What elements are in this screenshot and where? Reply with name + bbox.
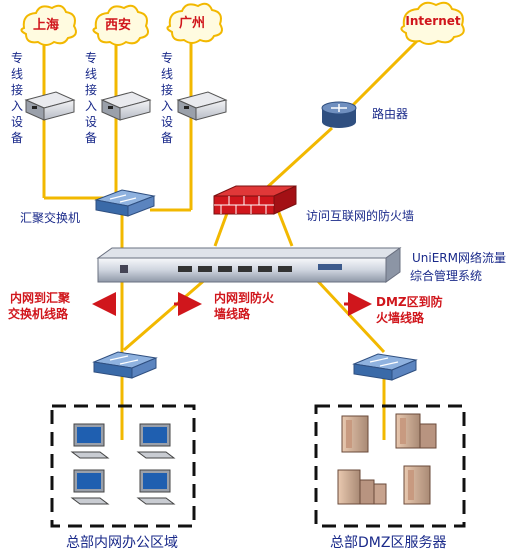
server-icon [341,415,369,453]
office-area-box [50,404,196,528]
access-device-label-3: 专线接入设备 [160,51,173,145]
pc-icon [136,469,176,505]
cloud-internet [400,1,465,45]
dmz-area-box [314,404,466,528]
pc-icon [70,469,110,505]
inner-switch-icon [92,351,158,379]
cloud-shanghai [20,4,77,46]
cloud-label-shanghai: 上海 [32,18,59,33]
firewall-icon [213,185,297,215]
unierm-appliance [96,247,402,283]
link-label-inner-fw-line2: 墙线路 [214,307,251,321]
link-router-fw [260,126,334,194]
router-label: 路由器 [372,107,409,121]
link-label-inner-agg-line2: 交换机线路 [8,307,69,321]
link-label-dmz-fw-line1: DMZ区到防 [376,295,443,309]
router-icon [321,101,357,128]
server-icon [403,465,431,505]
cloud-xian [92,4,149,46]
cloud-label-internet: Internet [405,14,461,28]
link-lines [42,36,422,440]
server-icon [337,469,387,505]
access-device-2 [100,91,152,121]
dmz-servers-label: 总部DMZ区服务器 [330,535,447,551]
link-label-inner-fw-line1: 内网到防火 [214,291,275,305]
firewall-label: 访问互联网的防火墙 [306,209,415,223]
unierm-label-line1: UniERM网络流量 [412,251,506,265]
access-device-3 [176,91,228,121]
link-label-dmz-fw-line2: 火墙线路 [376,311,425,325]
server-icons [337,413,437,505]
pc-icon [136,423,176,459]
pc-icons [70,423,176,505]
access-device-label-1: 专线接入设备 [10,51,23,145]
aggregation-switch-label: 汇聚交换机 [20,211,81,225]
aggregation-switch-icon [94,189,156,217]
access-device-1 [24,91,76,121]
server-icon [395,413,437,449]
dmz-switch-icon [352,353,418,381]
cloud-guangzhou [166,2,223,44]
cloud-label-guangzhou: 广州 [178,16,205,31]
link-label-inner-agg-line1: 内网到汇聚 [10,291,71,305]
access-device-label-2: 专线接入设备 [84,51,97,145]
unierm-label-line2: 综合管理系统 [410,269,483,283]
office-area-label: 总部内网办公区域 [66,535,178,551]
pc-icon [70,423,110,459]
cloud-label-xian: 西安 [104,18,131,33]
